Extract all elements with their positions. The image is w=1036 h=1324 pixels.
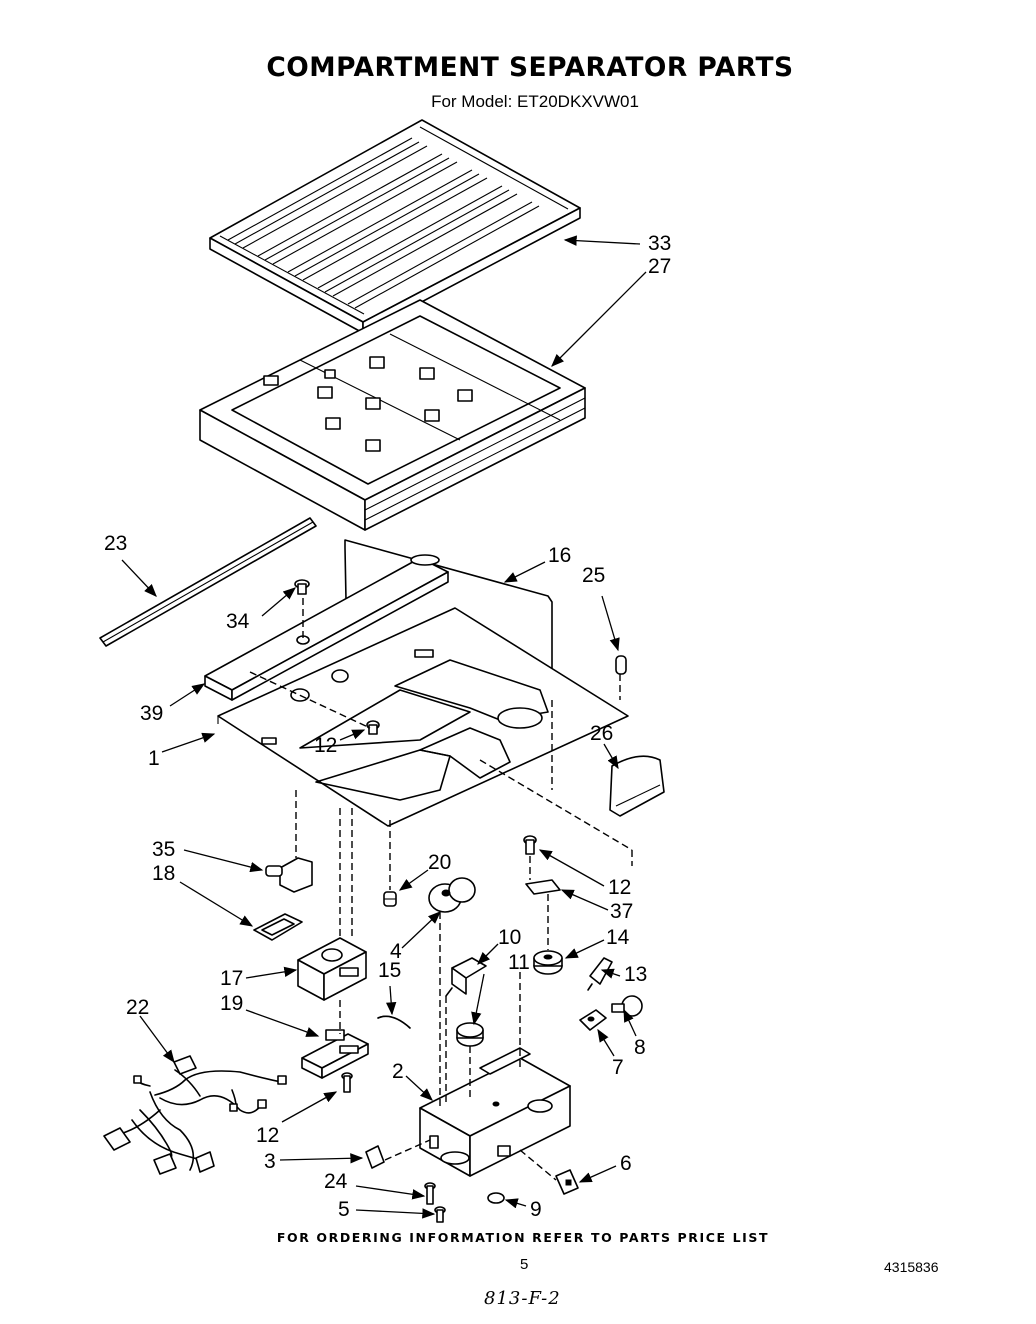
part-5-screw	[434, 1206, 446, 1223]
callout-35: 35	[152, 838, 175, 861]
callout-12-right: 12	[608, 876, 631, 899]
part-33-ribbed-cover	[209, 119, 581, 334]
ordering-note: FOR ORDERING INFORMATION REFER TO PARTS …	[276, 1230, 770, 1245]
part-39-front-channel	[204, 554, 449, 701]
document-number: 4315836	[884, 1259, 939, 1275]
callout-39: 39	[140, 702, 163, 725]
callout-12-lower: 12	[256, 1124, 279, 1147]
part-9-plug	[487, 1192, 505, 1204]
part-14-knob	[533, 950, 563, 975]
part-11-knob	[456, 1022, 484, 1047]
part-17-control-housing	[297, 937, 367, 1001]
callout-8: 8	[634, 1036, 646, 1059]
callout-7: 7	[612, 1056, 624, 1079]
callout-37: 37	[610, 900, 633, 923]
part-12-screw-lower	[341, 1072, 353, 1093]
callout-18: 18	[152, 862, 175, 885]
callout-9: 9	[530, 1198, 542, 1221]
part-22-wiring-harness	[103, 1055, 287, 1175]
part-26-cover	[609, 755, 665, 817]
part-18-bezel	[253, 913, 303, 941]
callout-22: 22	[126, 996, 149, 1019]
callout-1: 1	[148, 747, 160, 770]
part-35-bracket	[265, 857, 313, 893]
callout-24: 24	[324, 1170, 348, 1193]
callout-12-top: 12	[314, 734, 337, 757]
page-title: COMPARTMENT SEPARATOR PARTS	[266, 52, 794, 83]
callout-33: 33	[648, 232, 671, 255]
part-20-clip	[383, 891, 397, 907]
callout-3: 3	[264, 1150, 276, 1173]
part-2-base-housing	[419, 1047, 571, 1177]
part-6-connector	[555, 1169, 579, 1195]
callout-14: 14	[606, 926, 630, 949]
alignment-lines	[249, 598, 633, 1181]
callout-10: 10	[498, 926, 521, 949]
part-13-socket	[587, 957, 613, 991]
callout-15: 15	[378, 959, 401, 982]
part-27-separator-frame	[199, 299, 586, 531]
callout-27: 27	[648, 255, 671, 278]
callout-16: 16	[548, 544, 571, 567]
callout-2: 2	[392, 1060, 404, 1083]
callout-11: 11	[508, 951, 530, 974]
page-number: 5	[520, 1256, 529, 1273]
callout-25: 25	[582, 564, 605, 587]
callout-5: 5	[338, 1198, 350, 1221]
part-37-bar	[525, 879, 561, 895]
part-12-screw-top	[366, 720, 380, 735]
part-16-heater-wire	[344, 539, 553, 701]
callout-19: 19	[220, 992, 243, 1015]
part-8-bulb	[611, 995, 643, 1017]
part-34-screw	[294, 579, 310, 595]
callout-20: 20	[428, 851, 451, 874]
callout-34: 34	[226, 610, 250, 633]
part-3-clip	[365, 1145, 385, 1169]
model-subtitle: For Model: ET20DKXVW01	[431, 92, 639, 111]
part-24-screw	[424, 1182, 436, 1205]
part-10-thermostat	[445, 957, 487, 997]
part-1-separator-tray	[217, 607, 629, 827]
part-4-damper-knob	[428, 877, 476, 913]
callout-13: 13	[624, 963, 647, 986]
callout-6: 6	[620, 1152, 632, 1175]
callout-26: 26	[590, 722, 613, 745]
part-23-trim-strip	[99, 517, 317, 647]
part-19-thermostat-housing	[301, 1029, 369, 1079]
callout-labels: 33 27 23 16 25 34 39 12 1 26 35 20 12 18…	[104, 232, 671, 1221]
callout-23: 23	[104, 532, 127, 555]
part-7-bracket	[579, 1009, 607, 1031]
callout-4: 4	[390, 940, 402, 963]
part-12-screw-right	[523, 835, 537, 855]
leader-lines	[121, 235, 647, 1219]
part-25-pin	[615, 655, 627, 675]
callout-17: 17	[220, 967, 243, 990]
handwritten-code: 813-F-2	[484, 1288, 561, 1309]
